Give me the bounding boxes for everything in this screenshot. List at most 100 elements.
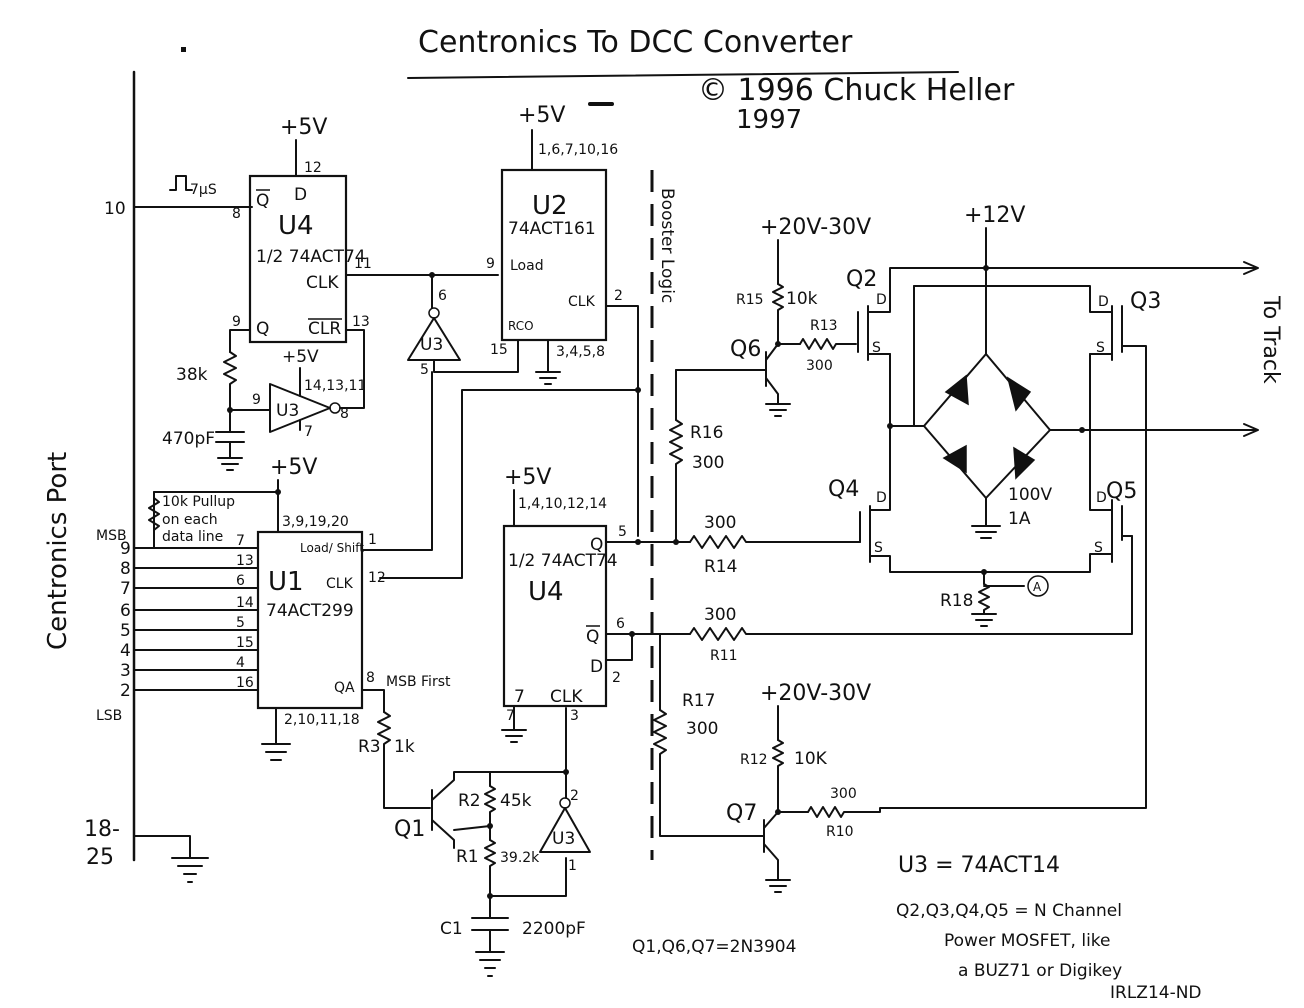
u3-top-pin6: 6	[438, 288, 447, 304]
ground-icon	[261, 743, 291, 761]
r13-value: 300	[806, 358, 833, 374]
u3-top-bubble	[428, 307, 440, 319]
u4b-chip	[502, 524, 608, 708]
u4a-clk: CLK	[306, 273, 339, 293]
u1-input-pin-label: 14	[236, 595, 254, 611]
v12-label: +12V	[964, 203, 1025, 228]
u3-mid-out-wire	[339, 329, 365, 409]
r15-value: 10k	[786, 289, 818, 309]
port-pin-label: 2	[120, 681, 131, 701]
r3-name: R3	[358, 737, 381, 757]
u3-bot-pin2: 2	[570, 788, 579, 804]
u4a-type: 1/2 74ACT74	[256, 247, 366, 267]
r14-resistor	[689, 535, 861, 549]
ground-icon	[971, 613, 997, 627]
bridge-diode-3	[942, 444, 967, 474]
q1-transistor	[431, 771, 567, 849]
u1-input-pin-label: 4	[236, 655, 245, 671]
r1-resistor	[484, 839, 496, 897]
q6-transistor	[675, 343, 779, 405]
u1-name: U1	[268, 567, 304, 597]
u2-supply: +5V	[518, 103, 565, 128]
node-a-marker	[1027, 575, 1049, 597]
port-pin-label: 4	[120, 641, 131, 661]
booster-logic-label: Booster Logic	[657, 188, 677, 303]
note-mosfet-2: Power MOSFET, like	[944, 931, 1111, 951]
bridge-diode-4	[1013, 446, 1036, 480]
u2-chip	[500, 168, 608, 342]
u4b-pin7: 7	[506, 708, 515, 724]
v20-top: +20V-30V	[760, 215, 871, 240]
q5-d: D	[1096, 490, 1107, 506]
r2-resistor	[484, 785, 496, 827]
pullup-note-1: 10k Pullup	[162, 494, 235, 510]
note-mosfet-4: IRLZ14-ND	[1110, 983, 1202, 1003]
u1-supply-pins: 3,9,19,20	[282, 514, 349, 530]
load-shift-wire	[361, 371, 433, 551]
u4a-qbar: Q	[256, 191, 269, 211]
bridge-rating-2: 1A	[1008, 509, 1031, 529]
ground-icon	[971, 525, 1001, 539]
note-mosfet-3: a BUZ71 or Digikey	[958, 961, 1122, 981]
stray-dot	[181, 47, 186, 52]
u2-rco: RCO	[508, 319, 534, 333]
port-pin-label: 8	[120, 559, 131, 579]
q2-mosfet	[857, 267, 1257, 361]
q3-mosfet	[913, 285, 1123, 361]
port-label: Centronics Port	[43, 452, 73, 650]
r11-resistor	[689, 535, 1133, 641]
to-track-label: To Track	[1258, 295, 1283, 384]
u4b-clk: CLK	[550, 687, 583, 707]
r1-value: 39.2k	[500, 850, 540, 866]
bridge-diode-2	[1006, 376, 1032, 412]
r2-name: R2	[458, 791, 481, 811]
r2-value: 45k	[500, 791, 532, 811]
u2-type: 74ACT161	[508, 219, 596, 239]
q2-s: S	[872, 340, 881, 356]
u4b-pin7-in: 7	[514, 687, 525, 707]
port-pin-label: 5	[120, 621, 131, 641]
ground-icon	[765, 403, 791, 417]
r13-resistor	[799, 338, 857, 350]
u1-supply: +5V	[270, 455, 317, 480]
u4a-pin11: 11	[354, 256, 372, 272]
port-pin-label: 7	[120, 579, 131, 599]
c470-label: 470pF	[162, 429, 215, 449]
q5-s: S	[1094, 540, 1103, 556]
u4b-supply-pins: 1,4,10,12,14	[518, 496, 607, 512]
u1-msb-first: MSB First	[386, 674, 451, 690]
pulse-label: 7μS	[190, 182, 217, 198]
q7-transistor	[763, 811, 779, 881]
u3bot-in-wire	[489, 857, 567, 897]
u4a-pin8: 8	[232, 206, 241, 222]
u2-clk-wire	[605, 305, 639, 537]
bridge-outline	[923, 353, 1051, 499]
q4-label: Q4	[828, 477, 859, 502]
u4a-clr: CLR	[308, 319, 341, 339]
title-underline	[407, 71, 959, 79]
r14-value: 300	[704, 513, 736, 533]
u1-input-pin-label: 16	[236, 675, 254, 691]
pins-18-25-label-a: 18-	[84, 817, 120, 842]
u1-pin1: 1	[368, 532, 377, 548]
u1-input-pin-label: 6	[236, 573, 245, 589]
track-arrow-top-icon	[1243, 261, 1259, 275]
r13-name: R13	[810, 318, 838, 334]
u1-clk: CLK	[326, 576, 354, 592]
q3-label: Q3	[1130, 289, 1161, 314]
node-a-label: A	[1033, 580, 1042, 594]
u3-mid-bubble	[329, 402, 341, 414]
u1-pin8: 8	[366, 670, 375, 686]
r14-name: R14	[704, 557, 737, 577]
r18-resistor	[978, 583, 990, 615]
u1-input-pin-label: 7	[236, 533, 245, 549]
r10-resistor	[807, 345, 1147, 818]
u3-mid-name: U3	[276, 401, 299, 421]
u3-bot-gate	[539, 807, 591, 853]
u4b-pin5: 5	[618, 524, 627, 540]
port-pin-label: 3	[120, 661, 131, 681]
u1-load-shift: Load/ Shift	[300, 541, 364, 555]
u2-pin2: 2	[614, 288, 623, 304]
